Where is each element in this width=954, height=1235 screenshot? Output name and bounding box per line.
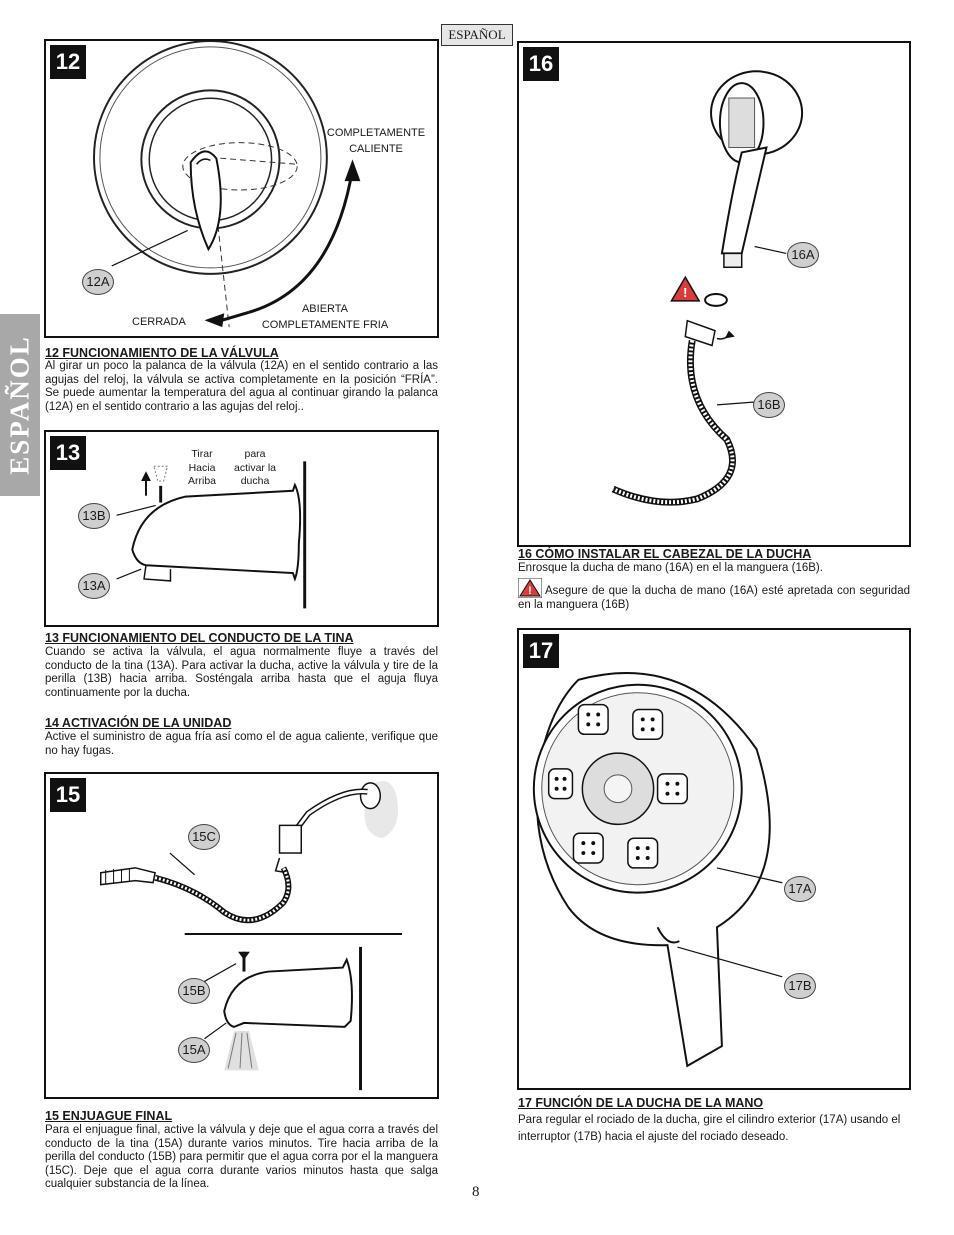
label-pull-up: Tirar Hacia Arriba	[178, 448, 226, 489]
callout-15b: 15B	[178, 978, 210, 1004]
label-fully-cold: ABIERTA COMPLETAMENTE FRIA	[252, 302, 398, 334]
figure-13: 13 13B 13A Tirar Hacia Arriba para activ…	[44, 430, 439, 627]
figure-12-badge: 12	[50, 45, 86, 79]
section-13-heading: 13 FUNCIONAMIENTO DEL CONDUCTO DE LA TIN…	[45, 631, 354, 645]
label-pull-up-line3: Arriba	[187, 475, 216, 487]
section-16-heading: 16 CÓMO INSTALAR EL CABEZAL DE LA DUCHA	[518, 547, 812, 561]
label-fully-hot-line2: CALIENTE	[349, 142, 403, 155]
label-fully-cold-line2: COMPLETAMENTE FRIA	[261, 318, 389, 331]
language-tag: ESPAÑOL	[441, 24, 513, 46]
label-activate-line1: para	[244, 448, 266, 460]
section-17-body: Para regular el rociado de la ducha, gir…	[518, 1114, 901, 1143]
label-activate-line2: activar la	[233, 461, 276, 474]
tub-spout-illustration	[116, 461, 307, 609]
valve-trim-illustration	[93, 41, 361, 328]
label-closed: CERRADA	[132, 316, 186, 328]
figure-12: 12 12A COMPLETAMENTE CALIENTE CERRADA AB…	[44, 39, 439, 338]
section-15-heading: 15 ENJUAGUE FINAL	[45, 1109, 173, 1123]
label-fully-hot: COMPLETAMENTE CALIENTE	[318, 126, 434, 158]
svg-text:!: !	[528, 585, 532, 597]
flush-illustration	[100, 781, 403, 1091]
label-fully-hot-line1: COMPLETAMENTE	[326, 127, 426, 139]
label-activate-line3: ducha	[240, 475, 270, 487]
side-tab-label: ESPAÑOL	[4, 335, 35, 475]
page-number: 8	[472, 1184, 480, 1200]
callout-16b: 16B	[753, 392, 785, 418]
side-language-tab: ESPAÑOL	[0, 314, 40, 496]
figure-16: ! 16 16A 16B	[517, 41, 911, 547]
hand-shower-function-illustration	[532, 672, 783, 1068]
warning-icon: !	[518, 578, 542, 598]
callout-13a: 13A	[78, 573, 110, 599]
callout-12a: 12A	[82, 269, 114, 295]
figure-15: 15 15C 15B 15A	[44, 772, 439, 1099]
label-fully-cold-line1: ABIERTA	[301, 303, 349, 315]
label-pull-up-line2: Hacia	[188, 461, 216, 474]
callout-17a: 17A	[784, 876, 816, 902]
figure-17-badge: 17	[523, 634, 559, 668]
section-15-body: Para el enjuague final, active la válvul…	[45, 1124, 438, 1191]
figure-15-badge: 15	[50, 778, 86, 812]
section-16-warning-text: Asegure de que la ducha de mano (16A) es…	[518, 585, 910, 611]
section-13-body: Cuando se activa la válvula, el agua nor…	[45, 646, 438, 699]
section-12-body: Al girar un poco la palanca de la válvul…	[45, 360, 438, 413]
label-pull-up-line1: Tirar	[191, 448, 213, 460]
callout-13b: 13B	[78, 503, 110, 529]
callout-17b: 17B	[784, 973, 816, 999]
section-14-body: Active el suministro de agua fría así co…	[45, 731, 438, 757]
figure-17: 17 17A 17B	[517, 628, 911, 1090]
section-16-warning: ! Asegure de que la ducha de mano (16A) …	[518, 578, 910, 612]
svg-text:!: !	[683, 285, 687, 300]
label-activate-shower: para activar la ducha	[226, 448, 284, 489]
figure-13-badge: 13	[50, 436, 86, 470]
figure-16-badge: 16	[523, 47, 559, 81]
callout-15a: 15A	[178, 1037, 210, 1063]
section-14-heading: 14 ACTIVACIÓN DE LA UNIDAD	[45, 716, 232, 730]
callout-16a: 16A	[787, 242, 819, 268]
section-16-body: Enrosque la ducha de mano (16A) en el la…	[518, 562, 823, 574]
section-12-heading: 12 FUNCIONAMIENTO DE LA VÁLVULA	[45, 346, 279, 360]
hand-shower-install-illustration: !	[611, 70, 804, 506]
section-17-heading: 17 FUNCIÓN DE LA DUCHA DE LA MANO	[518, 1096, 764, 1110]
callout-15c: 15C	[188, 824, 220, 850]
